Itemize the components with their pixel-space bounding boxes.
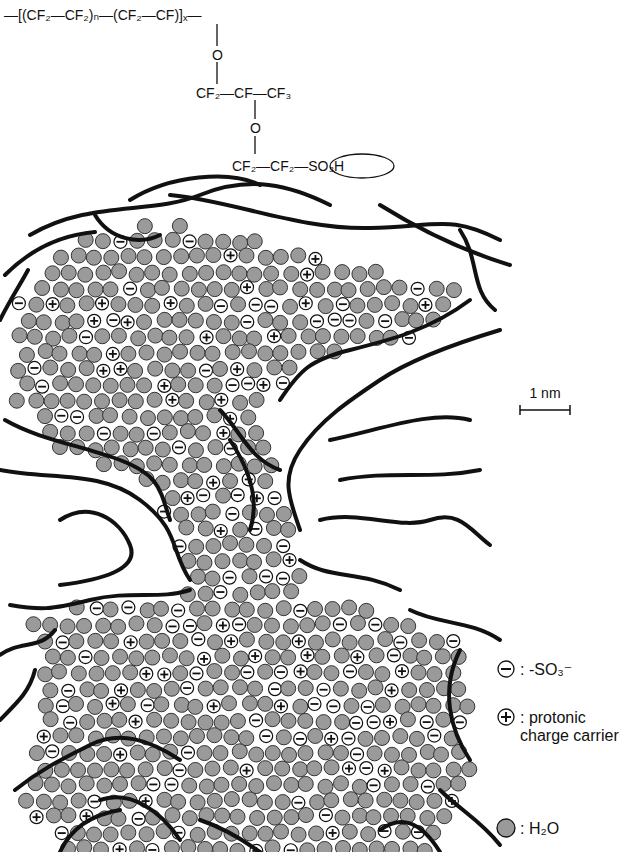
legend-text: : H₂O <box>520 820 638 838</box>
formula-text: —[(CF₂—CF₂)ₙ—(CF₂—CF)]ₓ— <box>4 8 202 22</box>
formula-bonds <box>217 24 394 178</box>
formula-text: O <box>212 48 223 62</box>
scale-label: 1 nm <box>529 386 560 400</box>
water-cluster <box>9 218 476 852</box>
formula-text: CF₂—CF—CF₃ <box>196 86 291 100</box>
scale-bar <box>520 405 570 415</box>
polymer-chains <box>0 177 510 852</box>
formula-text: CF₂—CF₂—SO₃H <box>232 159 344 173</box>
legend-symbols <box>497 661 515 837</box>
formula-text: O <box>250 121 261 135</box>
legend-text: : protonic charge carrier <box>520 709 638 746</box>
legend-text: : -SO₃⁻ <box>520 661 638 679</box>
